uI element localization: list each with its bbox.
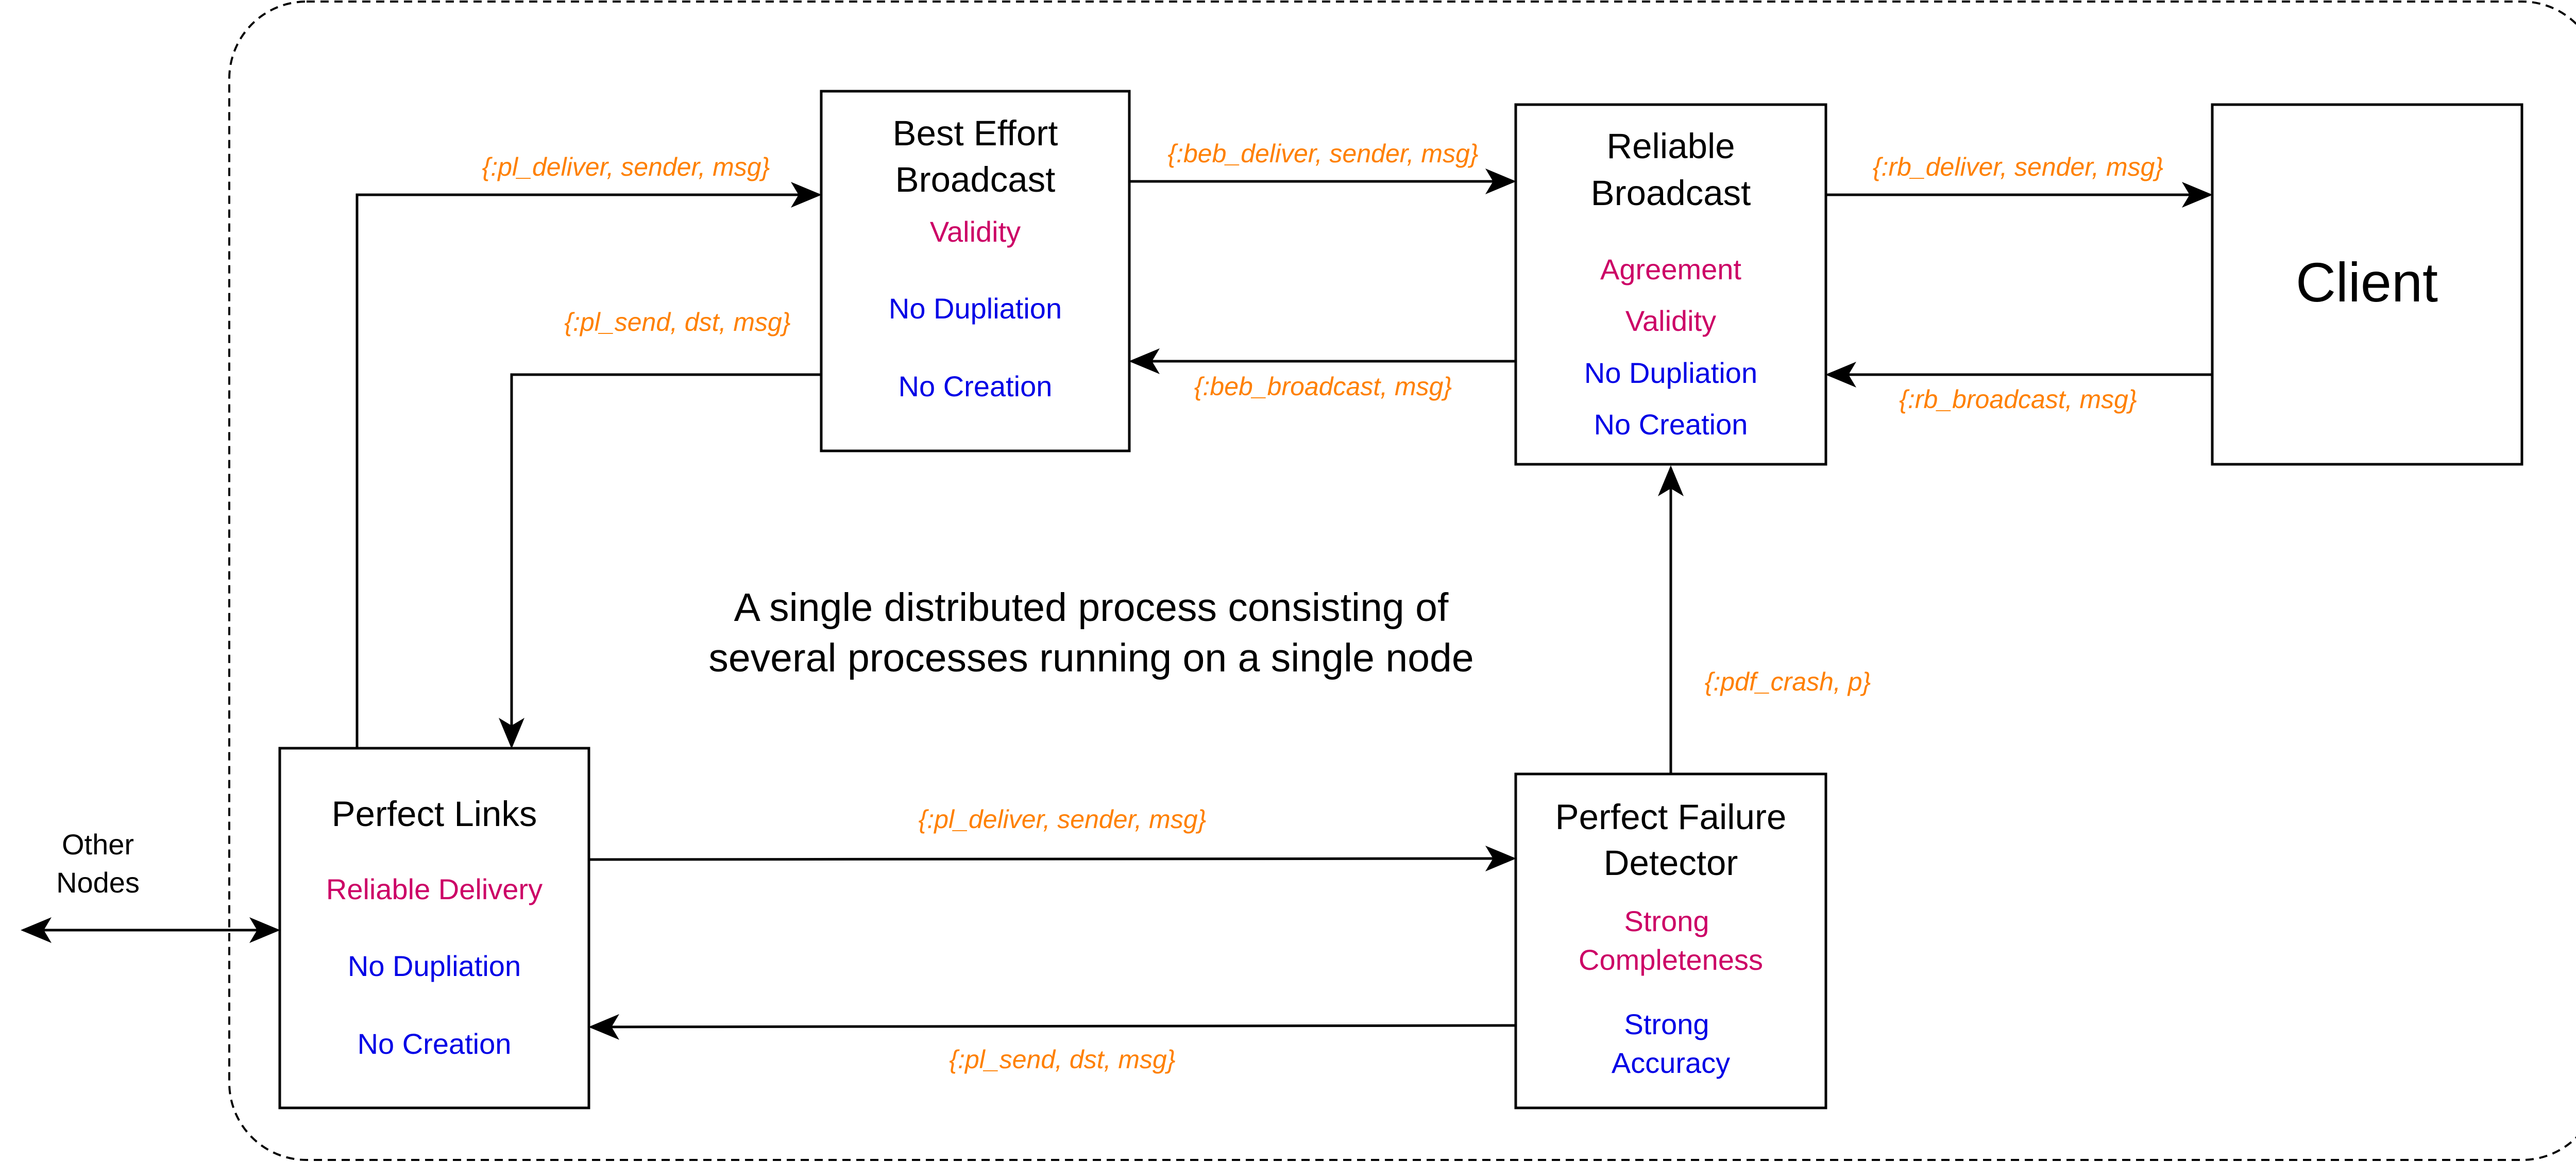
rb-title-line1: Reliable [1606, 126, 1735, 166]
edge-beb-to-pl [499, 373, 821, 749]
msg-rb-to-client: {:rb_deliver, sender, msg} [1873, 153, 2163, 181]
msg-pl-to-beb: {:pl_deliver, sender, msg} [482, 153, 770, 181]
other-nodes-label: Other Nodes [56, 828, 140, 899]
msg-beb-to-pl: {:pl_send, dst, msg} [564, 308, 790, 336]
box-client: Client [2211, 103, 2523, 466]
pl-prop-3: No Creation [358, 1028, 512, 1060]
edge-pfd-to-pl [588, 1014, 1516, 1040]
edge-pl-to-beb [355, 182, 822, 748]
box-perfect-links: Perfect Links Reliable Delivery No Dupli… [278, 747, 590, 1109]
pfd-title-line2: Detector [1604, 843, 1738, 883]
other-nodes-line1: Other [62, 828, 134, 861]
beb-title-line1: Best Effort [893, 113, 1058, 153]
box-reliable-broadcast: Reliable Broadcast Agreement Validity No… [1514, 103, 1827, 466]
edge-pl-to-pfd [588, 846, 1516, 872]
msg-rb-to-beb: {:beb_broadcast, msg} [1194, 372, 1452, 401]
rb-prop-4: No Creation [1594, 408, 1748, 441]
other-nodes-line2: Nodes [56, 866, 140, 899]
rb-prop-2: Validity [1625, 305, 1716, 337]
edges [21, 169, 2213, 1040]
box-best-effort-broadcast: Best Effort Broadcast Validity No Duplia… [820, 90, 1131, 452]
beb-prop-3: No Creation [899, 370, 1053, 402]
caption-line1: A single distributed process consisting … [734, 585, 1449, 630]
pl-prop-2: No Dupliation [348, 950, 521, 982]
msg-pfd-to-pl: {:pl_send, dst, msg} [949, 1045, 1175, 1074]
rb-prop-1: Agreement [1600, 253, 1741, 285]
box-perfect-failure-detector: Perfect Failure Detector Strong Complete… [1514, 772, 1827, 1109]
msg-client-to-rb: {:rb_broadcast, msg} [1899, 385, 2137, 414]
pfd-prop-4: Accuracy [1612, 1047, 1730, 1079]
message-labels: {:pl_deliver, sender, msg} {:pl_send, ds… [482, 139, 2163, 1074]
msg-pl-to-pfd: {:pl_deliver, sender, msg} [919, 805, 1207, 834]
msg-pfd-to-rb: {:pdf_crash, p} [1705, 667, 1871, 696]
diagram-caption: A single distributed process consisting … [708, 585, 1473, 680]
pfd-title-line1: Perfect Failure [1555, 797, 1787, 837]
rb-title-line2: Broadcast [1591, 173, 1751, 213]
caption-line2: several processes running on a single no… [708, 636, 1473, 680]
msg-beb-to-rb: {:beb_deliver, sender, msg} [1167, 139, 1478, 168]
client-title: Client [2296, 251, 2438, 313]
node-boundary [228, 1, 2576, 1161]
pfd-prop-3: Strong [1624, 1008, 1709, 1040]
rb-prop-3: No Dupliation [1584, 357, 1757, 389]
beb-title-line2: Broadcast [895, 160, 1056, 199]
beb-prop-2: No Dupliation [889, 292, 1062, 325]
pfd-prop-1: Strong [1624, 905, 1709, 937]
pl-title: Perfect Links [332, 794, 537, 834]
pl-prop-1: Reliable Delivery [326, 873, 543, 905]
beb-prop-1: Validity [930, 215, 1021, 248]
pfd-prop-2: Completeness [1579, 944, 1763, 976]
